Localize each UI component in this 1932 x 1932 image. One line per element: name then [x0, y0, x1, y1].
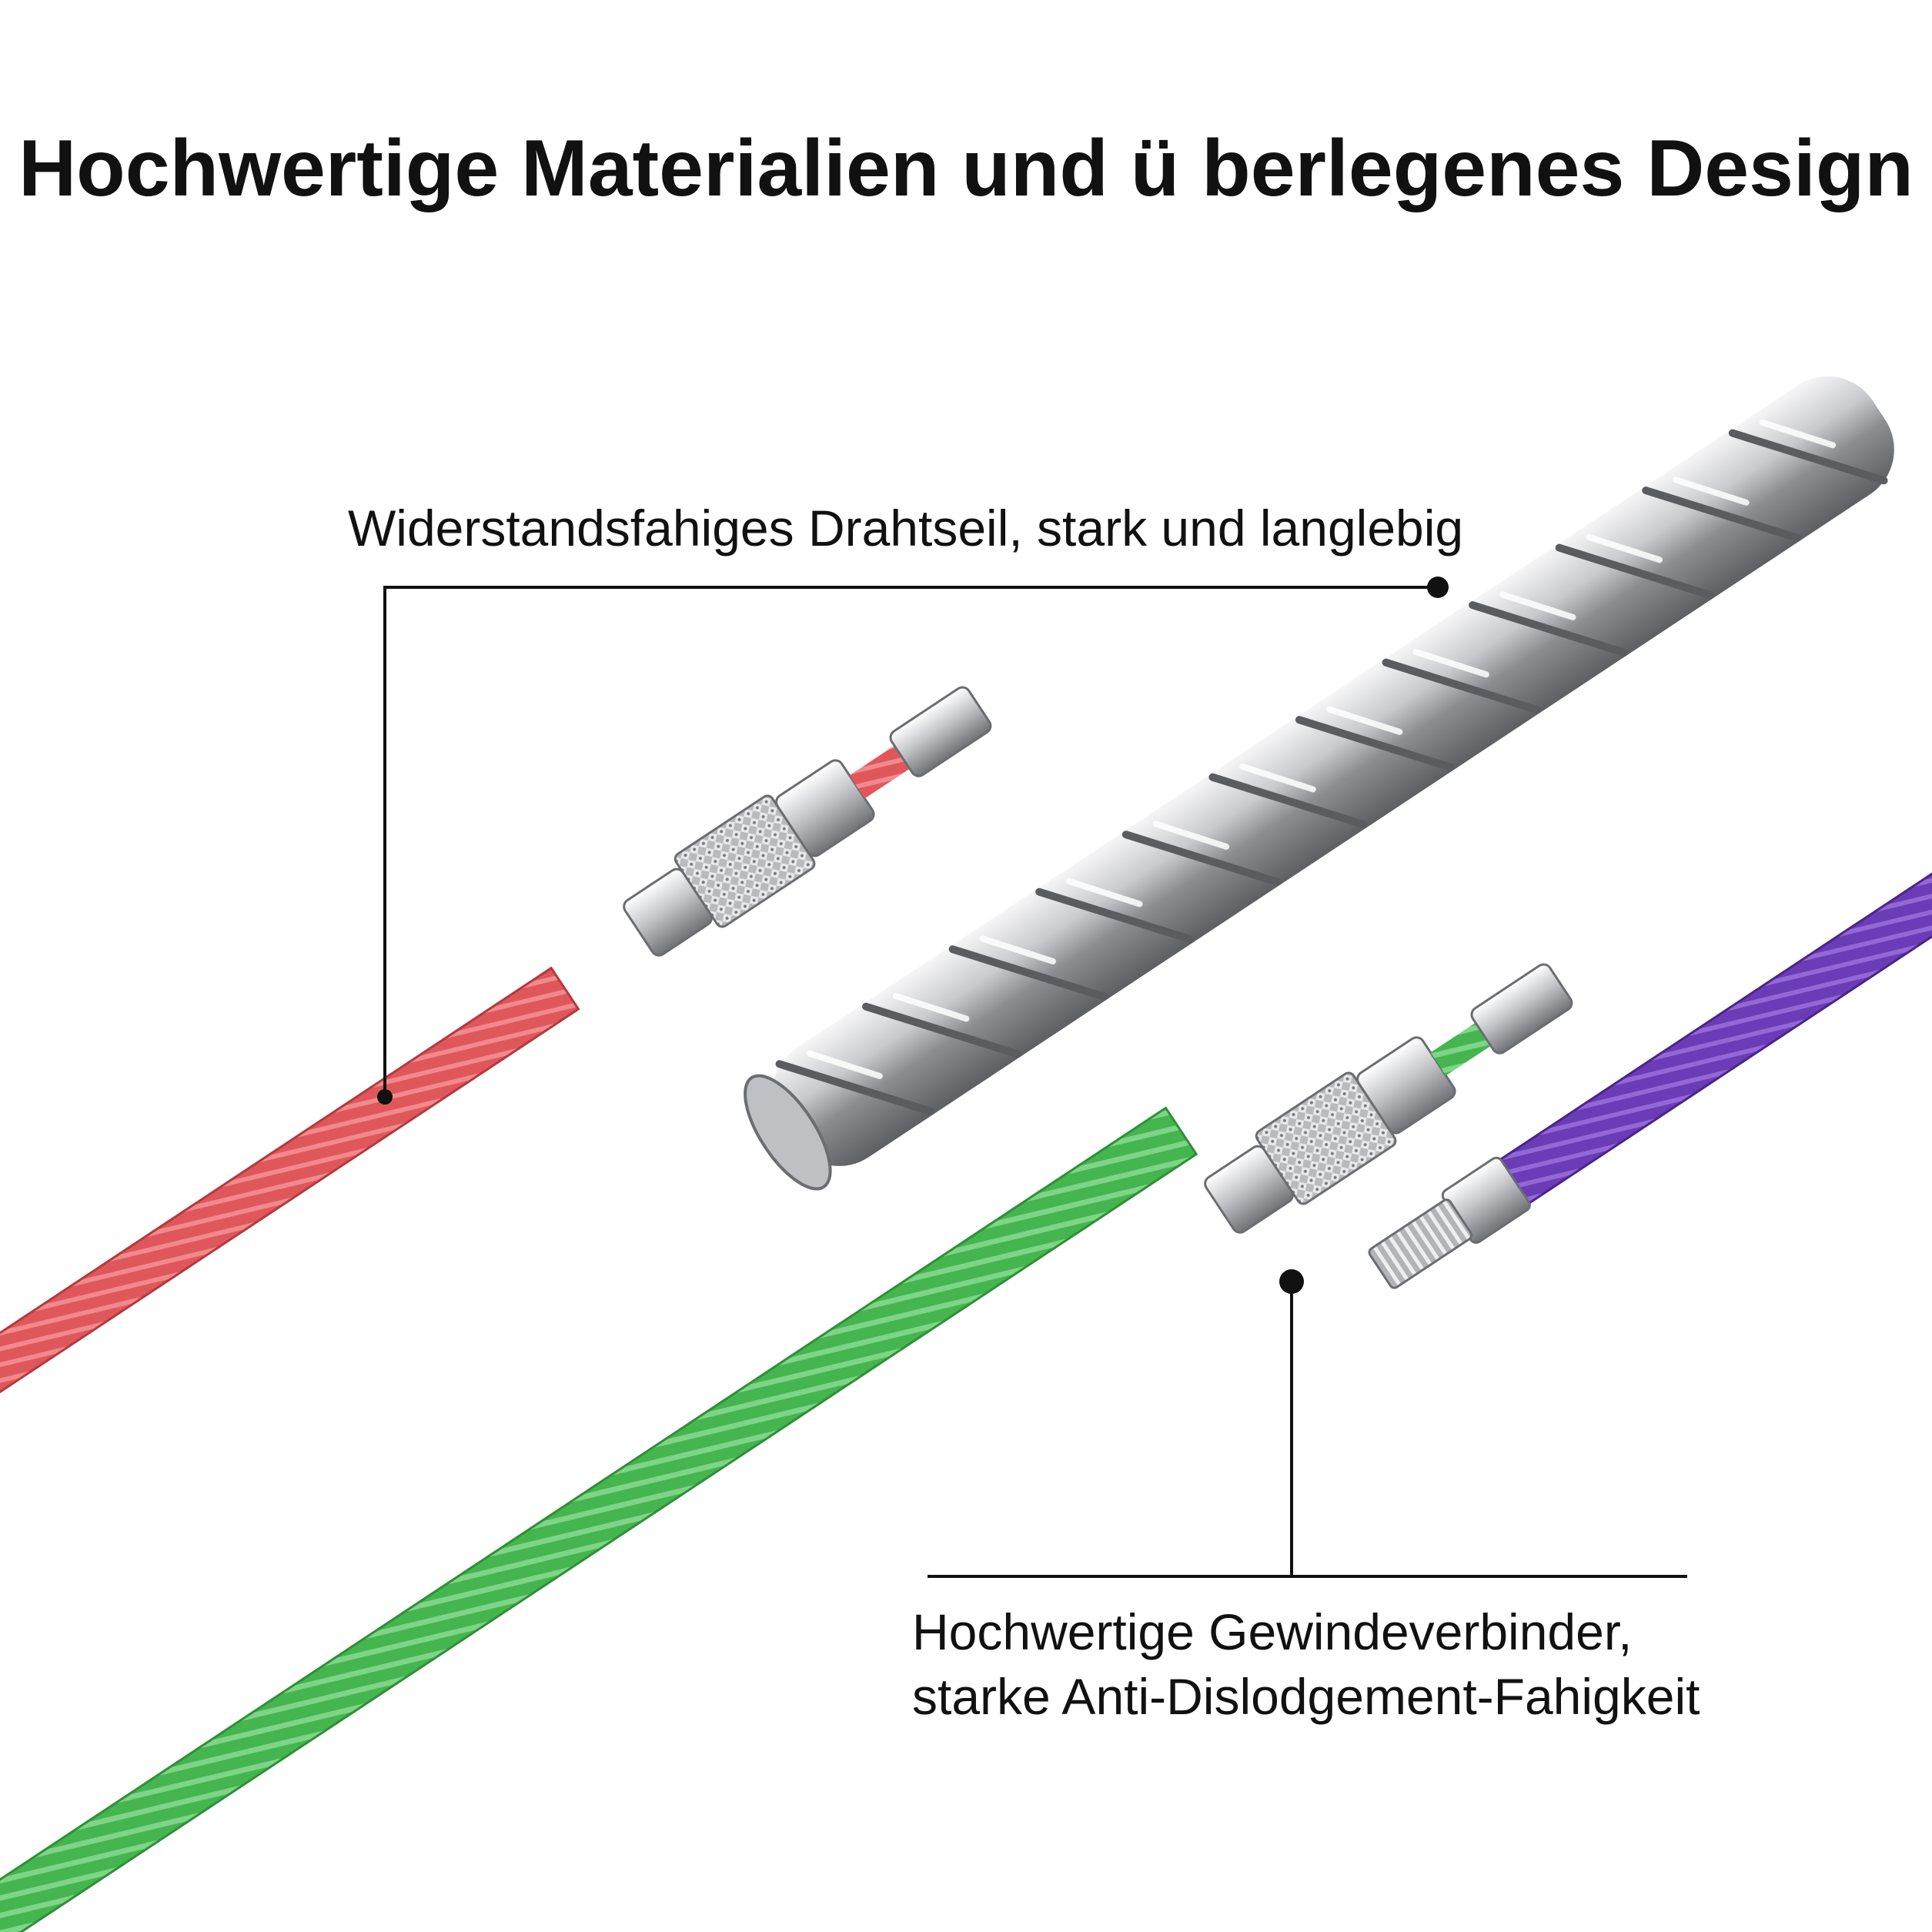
page-title: Hochwertige Materialien und ü berlegenes… — [18, 124, 1914, 213]
wire-rope-callout-text: Widerstandsfahiges Drahtseil, stark und … — [348, 500, 1464, 557]
green-cable — [0, 1106, 1198, 1932]
green-cable-connector — [1204, 963, 1573, 1234]
red-cable — [0, 966, 580, 1402]
callout-leader-wire-rope — [377, 577, 1449, 1105]
connector-callout-line-1: Hochwertige Gewindeverbinder, — [912, 1603, 1633, 1660]
purple-cable — [1368, 856, 1932, 1289]
connector-callout-line-2: starke Anti-Dislodgement-Fahigkeit — [912, 1668, 1700, 1725]
steel-wire-rope — [744, 376, 1894, 1191]
red-cable-connector — [623, 686, 992, 957]
callout-leader-connector — [928, 1269, 1687, 1578]
connector-callout-text: Hochwertige Gewindeverbinder, starke Ant… — [912, 1599, 1700, 1729]
